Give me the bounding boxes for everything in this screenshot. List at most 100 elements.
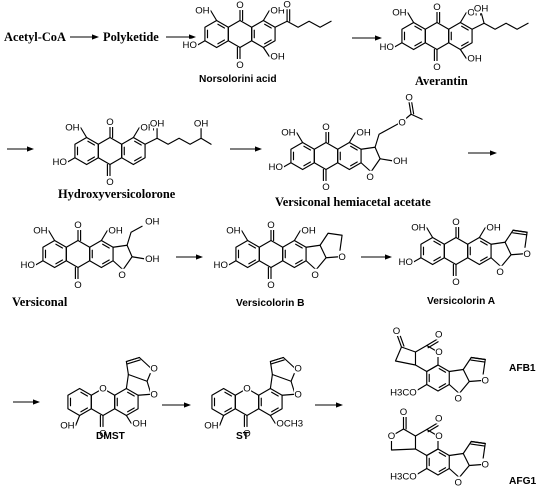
versicolorin-a-vinyl-double	[512, 232, 528, 236]
svg-text:OH: OH	[226, 226, 240, 237]
svg-text:O: O	[496, 267, 503, 278]
versicolorin-b-oh-left-bond	[241, 229, 249, 242]
norsolorinic-oh-right: OH	[269, 4, 285, 17]
svg-text:OH: OH	[108, 226, 122, 237]
svg-text:O: O	[435, 414, 442, 425]
arrow-versicolorin-b-to-a	[361, 254, 392, 260]
versiconal-oh-right-bond	[100, 229, 108, 242]
averantin-ring-right-double	[461, 41, 469, 47]
versicolorin-b-ring-left	[235, 239, 260, 269]
versicolorin-a-ho-bottom: HO	[399, 255, 414, 268]
label-averantin: Averantin	[415, 74, 468, 88]
hydroxyversicolorone-ring-right	[121, 136, 146, 166]
svg-text:OH: OH	[150, 118, 164, 129]
afg1-pyranone-b	[390, 428, 417, 451]
hydroxyversicolorone-ring-left-double	[87, 156, 96, 162]
hydroxyversicolorone-ring-left	[74, 136, 99, 166]
afg1-o-inner: O	[454, 476, 463, 489]
svg-text:H3CO: H3CO	[390, 472, 417, 483]
versicolorin-a-ring-left-double	[433, 256, 442, 262]
svg-text:O: O	[435, 347, 442, 358]
svg-text:O: O	[433, 62, 440, 73]
st-methoxy-bond	[269, 414, 276, 425]
afb1-ketone-o: O	[392, 325, 401, 337]
dmst-oh-right: OH	[131, 417, 147, 430]
arrow-dmst-to-st	[162, 402, 191, 408]
averantin-oh-bottom-right-bond	[459, 48, 467, 60]
label-acetyl-coa: Acetyl-CoA	[4, 30, 66, 44]
versiconal-ring-middle	[65, 239, 91, 269]
versicolorin-a-ring-left-double	[433, 240, 442, 246]
svg-text:O: O	[322, 122, 329, 133]
dmst-vinyl-double	[126, 359, 141, 365]
svg-text:O: O	[106, 177, 113, 188]
hydroxyversicolorone-oh2: OH	[193, 117, 208, 129]
svg-text:OH: OH	[301, 226, 315, 237]
vha-ester-o: O	[397, 116, 407, 128]
svg-text:HO: HO	[53, 157, 67, 168]
versiconal-ring-left	[42, 239, 67, 269]
st-methoxy: OCH3	[275, 417, 303, 430]
vha-acetoxy-chain	[374, 121, 402, 148]
hydroxyversicolorone-o-bottom: O	[105, 175, 115, 188]
dmst-ring-left	[67, 387, 92, 417]
svg-text:O: O	[294, 363, 301, 374]
dmst-carbonyl-o: O	[98, 427, 108, 440]
svg-text:O: O	[267, 280, 274, 291]
svg-text:HO: HO	[269, 162, 283, 173]
dmst-oh-left-bond	[75, 414, 81, 427]
svg-text:O: O	[455, 394, 462, 405]
dmst-oh-left: OH	[60, 419, 76, 432]
svg-text:O: O	[433, 2, 440, 13]
vha-o-top: O	[321, 121, 331, 133]
averantin-ring-left-double	[414, 25, 423, 31]
st-ring-left-double	[224, 391, 233, 397]
versicolorin-b-ring-right-double	[295, 243, 303, 249]
arrow-st-to-aflatoxins	[315, 402, 343, 408]
arrow-averantin-to-hydroxyversicolorone	[7, 146, 34, 152]
averantin-ring-right	[448, 21, 473, 51]
versiconal-furan-ring	[112, 244, 133, 271]
versicolorin-a-o-inner: O	[495, 265, 505, 278]
versiconal-ring-right-double	[102, 243, 110, 249]
svg-text:O: O	[482, 460, 489, 471]
svg-text:O: O	[400, 407, 407, 418]
svg-text:O: O	[393, 326, 400, 337]
averantin-ring-right-double	[461, 25, 469, 31]
svg-text:HO: HO	[399, 257, 413, 268]
afb1-methoxy: H3CO	[390, 386, 418, 399]
svg-text:HO: HO	[21, 260, 35, 271]
versiconal-ring-right-double	[102, 259, 110, 265]
averantin-ring-middle	[424, 21, 450, 51]
arrow-polyketide-to-norsolorinic	[166, 34, 196, 40]
versiconal-o-bottom: O	[73, 278, 83, 291]
label-versicolorin-b: Versicolorin B	[236, 298, 305, 309]
hydroxyversicolorone-chain	[156, 137, 202, 145]
vha-ho-bottom: HO	[269, 160, 284, 173]
vha-ring-right-double	[350, 145, 358, 151]
vha-ring-left-double	[303, 145, 312, 151]
afb1-ketone	[396, 335, 403, 348]
vha-oh-bond	[379, 158, 393, 162]
averantin-ring-left	[401, 21, 426, 51]
afg1-benzene-double	[438, 451, 447, 457]
svg-text:O: O	[452, 277, 459, 288]
st-furan-outer	[269, 356, 297, 382]
svg-text:OH: OH	[145, 216, 159, 227]
svg-text:OH: OH	[281, 128, 295, 139]
versiconal-oh-left: OH	[33, 224, 49, 237]
svg-text:O: O	[236, 60, 243, 71]
label-hydroxyversicolorone: Hydroxyversicolorone	[58, 187, 176, 201]
versiconal-o-top: O	[73, 219, 83, 231]
svg-text:O: O	[435, 330, 442, 341]
versicolorin-a-ring-right-double	[480, 240, 488, 246]
svg-text:O: O	[322, 182, 329, 193]
svg-text:HO: HO	[214, 260, 228, 271]
versicolorin-b-o-outer: O	[337, 250, 347, 263]
label-polyketide: Polyketide	[103, 30, 159, 44]
hydroxyversicolorone-ho-bottom: HO	[53, 155, 68, 168]
versicolorin-b-o-inner: O	[310, 268, 320, 281]
label-versiconal-hemiacetal-acetate: Versiconal hemiacetal acetate	[275, 195, 431, 209]
vha-acetyl-methyl	[410, 113, 423, 120]
